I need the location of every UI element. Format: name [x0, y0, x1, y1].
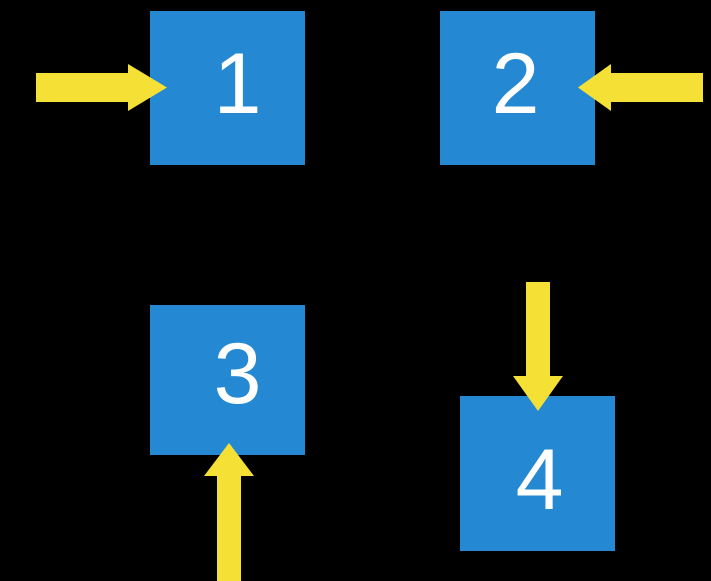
arrow-down-into-node-4-icon: [513, 282, 563, 411]
node-block-2[interactable]: 2: [440, 11, 595, 165]
node-block-1[interactable]: 1: [150, 11, 305, 165]
node-label-3: 3: [213, 326, 262, 422]
node-label-4: 4: [515, 431, 564, 528]
node-label-1: 1: [213, 36, 262, 132]
arrow-left-into-node-2-icon: [578, 64, 703, 111]
arrow-up-into-node-3-icon: [204, 443, 254, 581]
node-block-3[interactable]: 3: [150, 305, 305, 455]
node-block-4[interactable]: 4: [460, 396, 615, 551]
arrow-right-into-node-1-icon: [36, 64, 167, 111]
node-label-2: 2: [491, 36, 540, 132]
